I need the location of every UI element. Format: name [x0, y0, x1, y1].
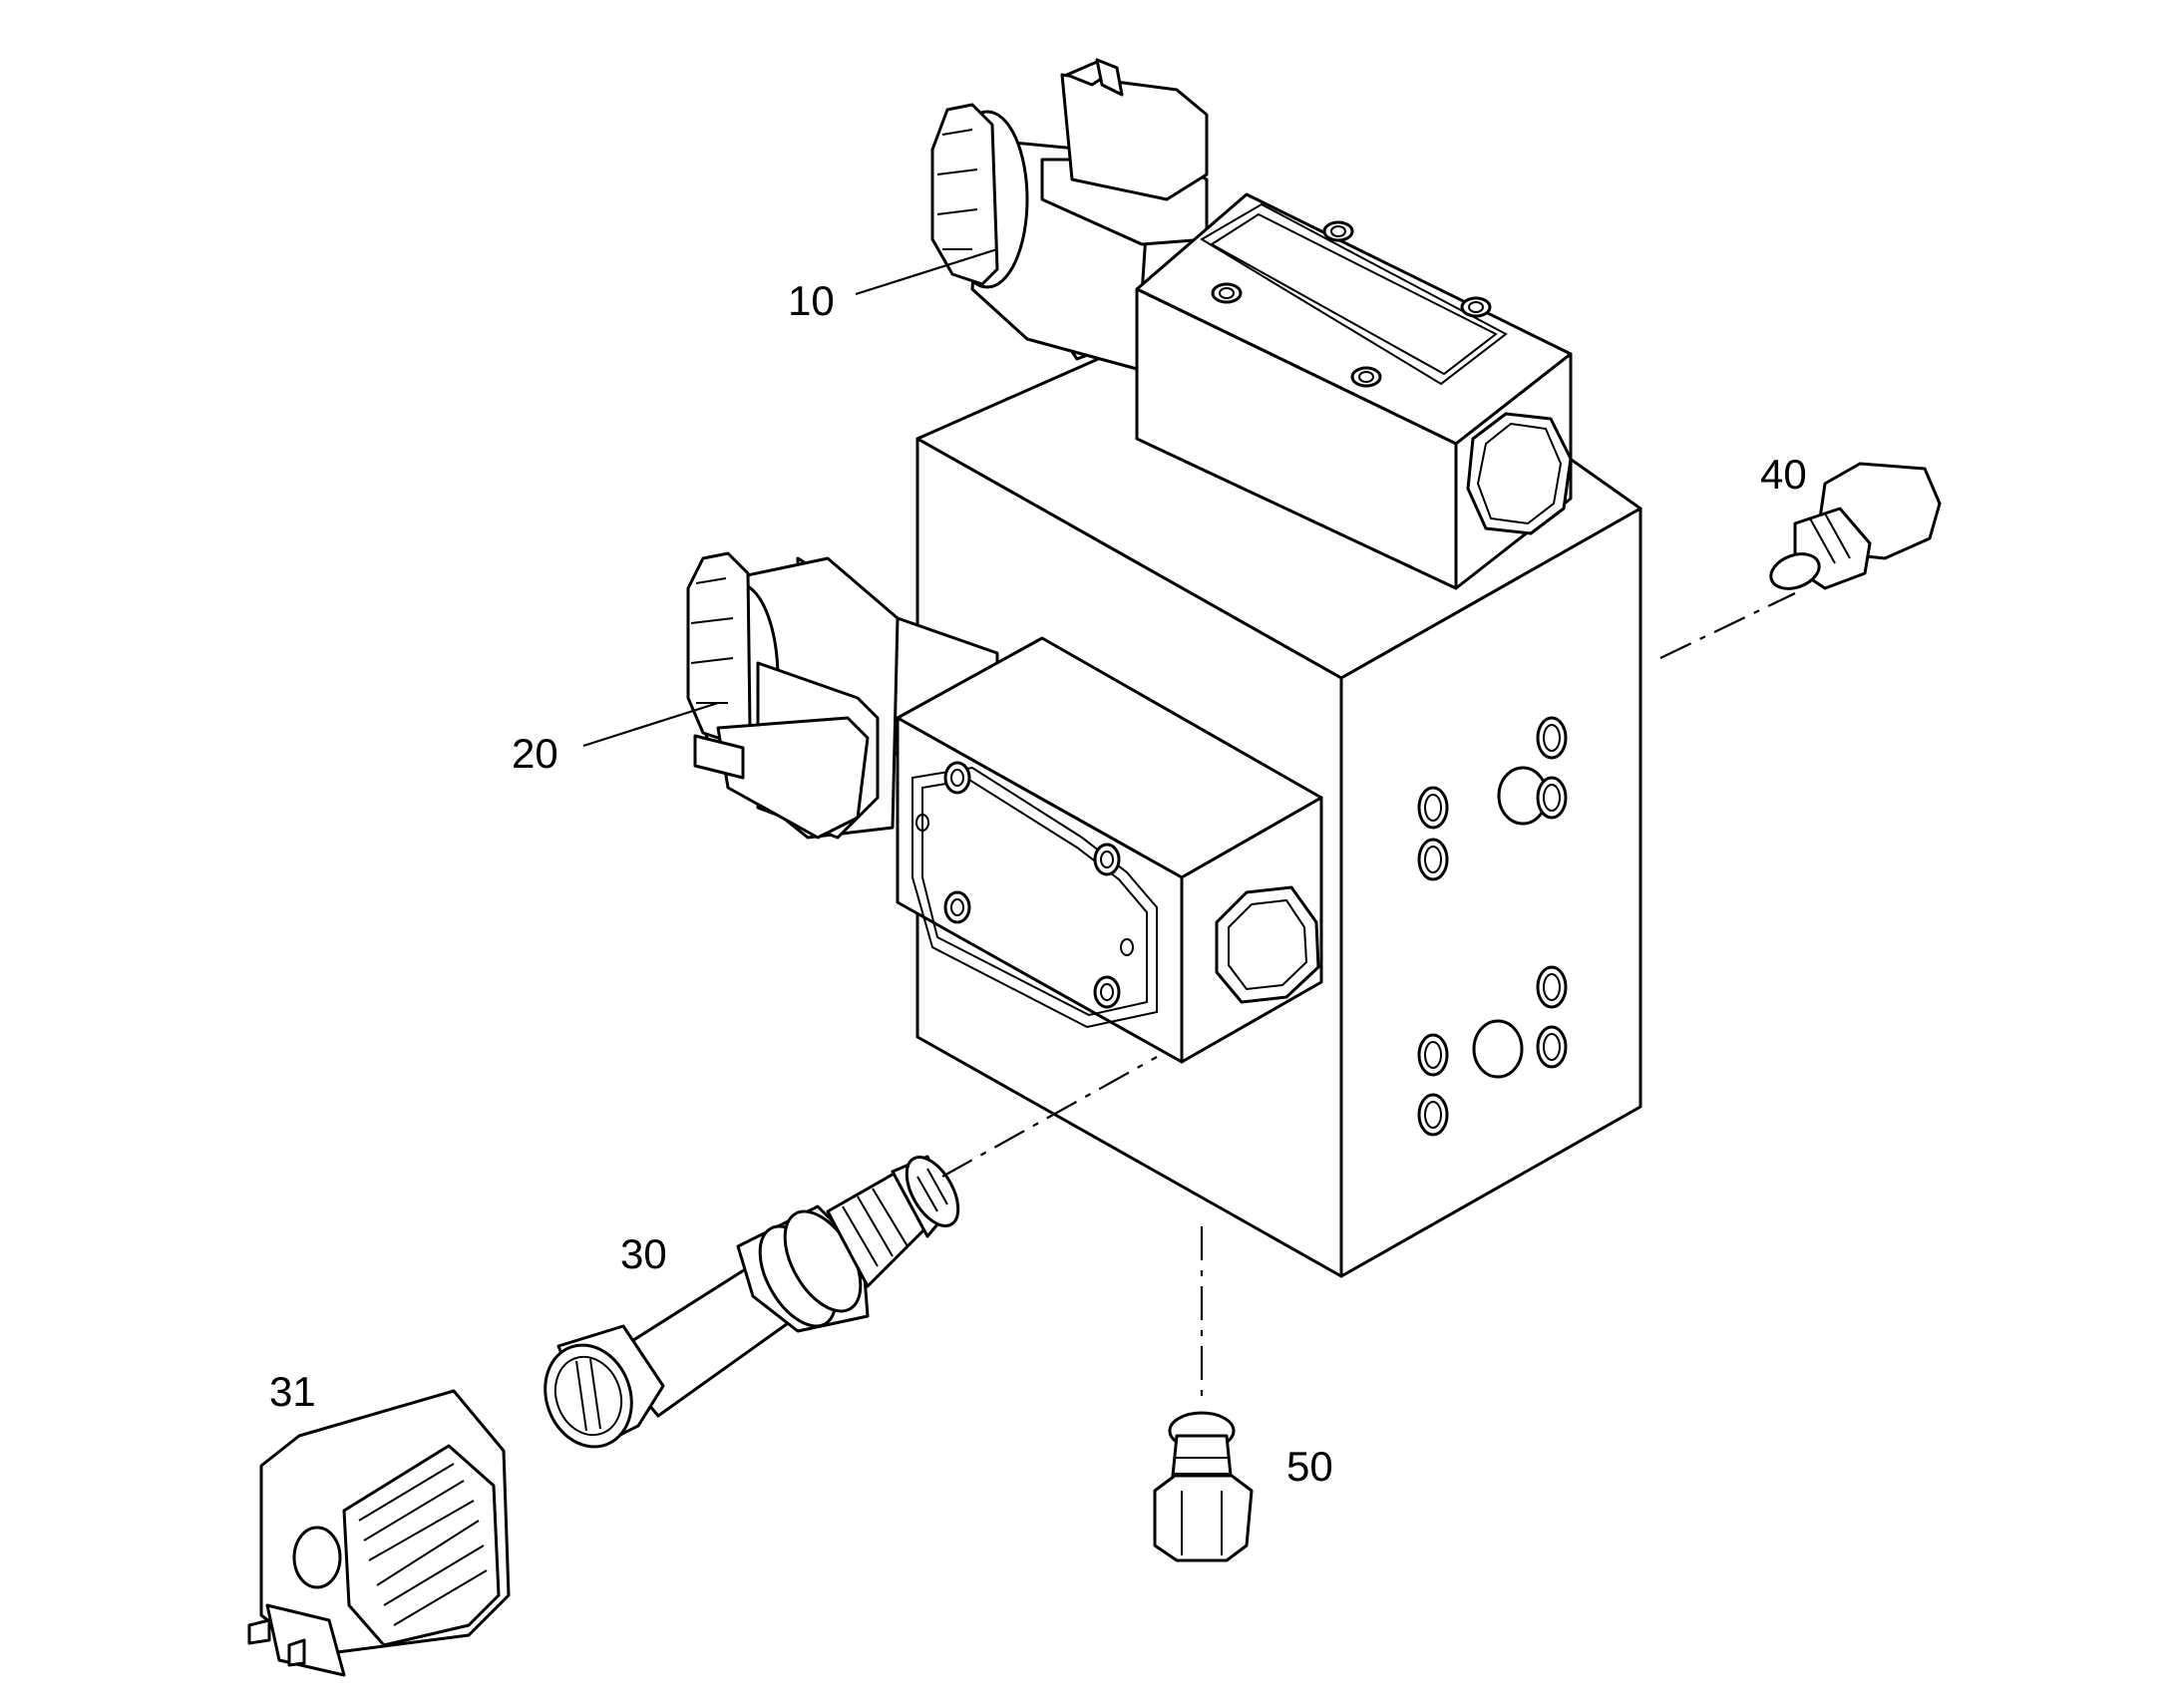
callout-10: 10: [788, 277, 835, 324]
lower-solenoid-valve: [686, 551, 1323, 1064]
axis-30: [941, 1056, 1158, 1178]
leader-lines: [582, 247, 998, 748]
leader-20: [582, 701, 719, 748]
axis-40: [1659, 592, 1796, 659]
callout-30: 30: [620, 1230, 667, 1277]
callout-labels: 10 20 30 31 40 50: [269, 277, 1807, 1490]
callout-20: 20: [512, 730, 558, 777]
solenoid-coil: [247, 1389, 511, 1677]
manifold-side-face: [1339, 507, 1642, 1278]
upper-hex-plug: [1466, 412, 1573, 535]
plug-40: [1769, 462, 1942, 590]
callout-40: 40: [1760, 451, 1807, 498]
upper-port-group: [1417, 716, 1568, 881]
callout-50: 50: [1286, 1443, 1333, 1490]
leader-10: [855, 247, 998, 296]
assembly-axes: [941, 592, 1796, 1396]
plug-50: [1153, 1411, 1254, 1562]
cartridge-valve: [544, 1155, 960, 1449]
lower-port-group: [1417, 965, 1568, 1137]
callout-31: 31: [269, 1368, 316, 1415]
lower-hex-plug: [1215, 885, 1320, 1004]
upper-solenoid-valve: [930, 58, 1573, 590]
